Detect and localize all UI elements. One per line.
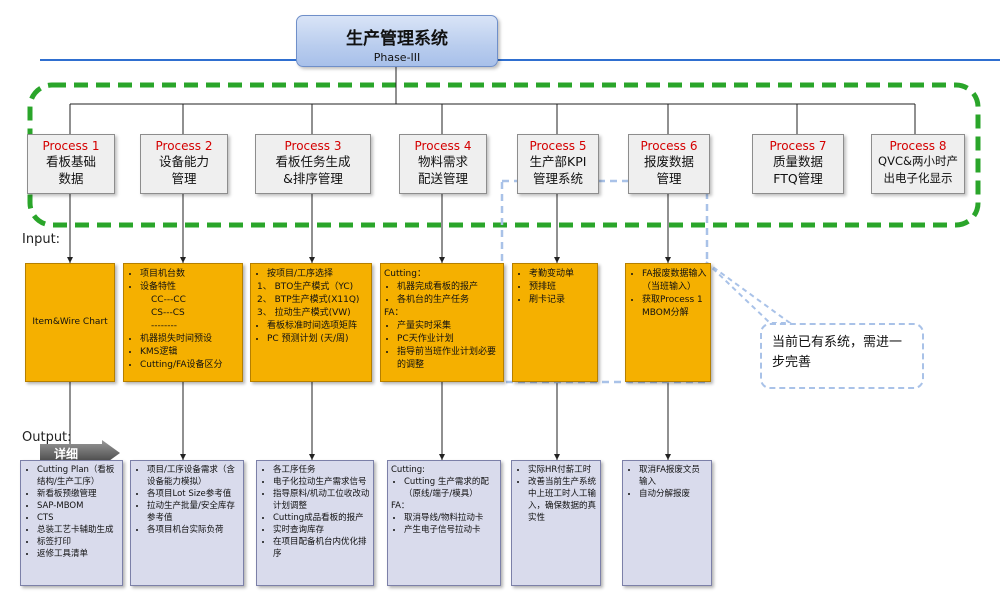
- process-8-box: Process 8 QVC&两小时产 出电子化显示: [871, 134, 965, 194]
- list-item: 各机台的生产任务: [397, 294, 500, 307]
- process-3-box: Process 3 看板任务生成 &排序管理: [255, 134, 371, 194]
- list-item: CS---CS: [151, 308, 185, 318]
- list-item: 3、 拉动生产模式(VW): [257, 308, 351, 318]
- process-4-box: Process 4 物料需求 配送管理: [399, 134, 487, 194]
- list-item: 1、 BTO生产模式（YC): [257, 282, 354, 292]
- input-box-3: 按项目/工序选择 1、 BTO生产模式（YC) 2、 BTP生产模式(X11Q)…: [250, 263, 372, 382]
- detail-arrow[interactable]: 详细: [40, 440, 120, 466]
- list-item: 设备特性: [140, 281, 239, 294]
- list-item: 项目/工序设备需求（含设备能力模拟）: [147, 464, 240, 488]
- list-item: 2、 BTP生产模式(X11Q): [257, 295, 360, 305]
- list-item: 看板标准时间选项矩阵: [267, 320, 368, 333]
- list-item: PC 预测计划 (天/周): [267, 333, 368, 346]
- input-box-2: 项目机台数 设备特性 CC---CC CS---CS -------- 机器损失…: [123, 263, 243, 382]
- list-item: 总装工艺卡辅助生成: [37, 524, 119, 536]
- output-box-3: 各工序任务 电子化拉动生产需求信号 指导原料/机动工位收改动计划调整 Cutti…: [256, 460, 374, 586]
- process-number: Process 4: [414, 139, 472, 153]
- list-item: 产生电子信号拉动卡: [404, 524, 497, 536]
- detail-label: 详细: [54, 447, 79, 461]
- list-item: 产量实时采集: [397, 320, 500, 333]
- process-description: 报废数据 管理: [643, 154, 694, 186]
- system-title-box: 生产管理系统 Phase-III: [296, 15, 498, 67]
- list-item: 按项目/工序选择: [267, 268, 368, 281]
- existing-system-callout: 当前已有系统，需进一步完善: [760, 323, 924, 389]
- input-box-6: FA报废数据输入（当班输入） 获取Process 1 MBOM分解: [625, 263, 711, 382]
- process-number: Process 1: [42, 139, 100, 153]
- list-item: 在项目配备机台内优化排序: [273, 536, 370, 560]
- list-item: Cutting/FA设备区分: [140, 359, 239, 372]
- section-heading: FA：: [384, 308, 404, 318]
- list-item: 获取Process 1 MBOM分解: [642, 294, 707, 320]
- process-description: 物料需求 配送管理: [417, 154, 468, 186]
- list-item: CTS: [37, 512, 119, 524]
- list-item: FA报废数据输入（当班输入）: [642, 268, 707, 294]
- list-item: 机器损失时间预设: [140, 333, 239, 346]
- list-item: 实际HR付薪工时: [528, 464, 597, 476]
- input-box-4: Cutting： 机器完成看板的报产 各机台的生产任务 FA： 产量实时采集 P…: [380, 263, 504, 382]
- list-item: 指导前当班作业计划必要的调整: [397, 346, 500, 372]
- list-item: 指导原料/机动工位收改动计划调整: [273, 488, 370, 512]
- list-item: 各工序任务: [273, 464, 370, 476]
- list-item: 标签打印: [37, 536, 119, 548]
- process-description: 看板基础 数据: [45, 154, 96, 186]
- process-description: QVC&两小时产 出电子化显示: [878, 154, 958, 185]
- process-1-box: Process 1 看板基础 数据: [27, 134, 115, 194]
- arrow-right-icon: [40, 440, 120, 466]
- list-item: 电子化拉动生产需求信号: [273, 476, 370, 488]
- list-item: 取消FA报废文员输入: [639, 464, 708, 488]
- list-item: 自动分解报废: [639, 488, 708, 500]
- process-description: 看板任务生成 &排序管理: [275, 154, 351, 186]
- output-box-2: 项目/工序设备需求（含设备能力模拟） 各项目Lot Size参考值 拉动生产批量…: [130, 460, 244, 586]
- process-2-box: Process 2 设备能力 管理: [140, 134, 228, 194]
- output-box-5: 实际HR付薪工时 改善当前生产系统中上班工时人工输入，确保数据的真实性: [511, 460, 601, 586]
- system-phase: Phase-III: [373, 51, 421, 64]
- process-7-box: Process 7 质量数据 FTQ管理: [752, 134, 844, 194]
- section-heading: Cutting:: [391, 465, 425, 475]
- process-number: Process 3: [284, 139, 342, 153]
- process-description: 设备能力 管理: [158, 154, 209, 186]
- section-heading: FA：: [391, 501, 410, 511]
- list-item: 实时查询库存: [273, 524, 370, 536]
- process-6-box: Process 6 报废数据 管理: [628, 134, 710, 194]
- process-description: 生产部KPI 管理系统: [529, 154, 587, 186]
- input-text: Item&Wire Chart: [32, 317, 108, 327]
- input-label: Input:: [22, 232, 61, 247]
- list-item: 新看板预缴管理: [37, 488, 119, 500]
- list-item: 各项目机台实际负荷: [147, 524, 240, 536]
- list-item: 预排班: [529, 281, 594, 294]
- list-item: 取消导线/物料拉动卡: [404, 512, 497, 524]
- list-item: KMS逻辑: [140, 346, 239, 359]
- list-item: 考勤变动单: [529, 268, 594, 281]
- output-box-1: Cutting Plan（看板结构/生产工序） 新看板预缴管理 SAP-MBOM…: [20, 460, 123, 586]
- output-box-6: 取消FA报废文员输入 自动分解报废: [622, 460, 712, 586]
- list-item: 机器完成看板的报产: [397, 281, 500, 294]
- list-item: CC---CC: [151, 295, 186, 305]
- input-box-5: 考勤变动单 预排班 刷卡记录: [512, 263, 598, 382]
- list-item: 刷卡记录: [529, 294, 594, 307]
- list-item: SAP-MBOM: [37, 500, 119, 512]
- output-label: Output:: [22, 430, 72, 445]
- section-heading: Cutting：: [384, 269, 426, 279]
- process-description: 质量数据 FTQ管理: [772, 154, 823, 186]
- process-number: Process 5: [529, 139, 587, 153]
- process-number: Process 2: [155, 139, 213, 153]
- process-number: Process 7: [769, 139, 827, 153]
- list-item: 改善当前生产系统中上班工时人工输入，确保数据的真实性: [528, 476, 597, 524]
- output-box-4: Cutting: Cutting 生产需求的配（原线/端子/模具） FA： 取消…: [387, 460, 501, 586]
- input-box-1: Item&Wire Chart: [25, 263, 115, 382]
- system-title: 生产管理系统: [346, 29, 448, 49]
- process-number: Process 6: [640, 139, 698, 153]
- list-item: 项目机台数: [140, 268, 239, 281]
- list-item: 返修工具清单: [37, 548, 119, 560]
- list-item: Cutting Plan（看板结构/生产工序）: [37, 464, 119, 488]
- process-number: Process 8: [889, 139, 947, 153]
- list-item: 拉动生产批量/安全库存参考值: [147, 500, 240, 524]
- list-item: --------: [151, 321, 177, 331]
- list-item: Cutting成品看板的报产: [273, 512, 370, 524]
- list-item: Cutting 生产需求的配（原线/端子/模具）: [404, 476, 497, 500]
- list-item: 各项目Lot Size参考值: [147, 488, 240, 500]
- list-item: PC天作业计划: [397, 333, 500, 346]
- process-5-box: Process 5 生产部KPI 管理系统: [517, 134, 599, 194]
